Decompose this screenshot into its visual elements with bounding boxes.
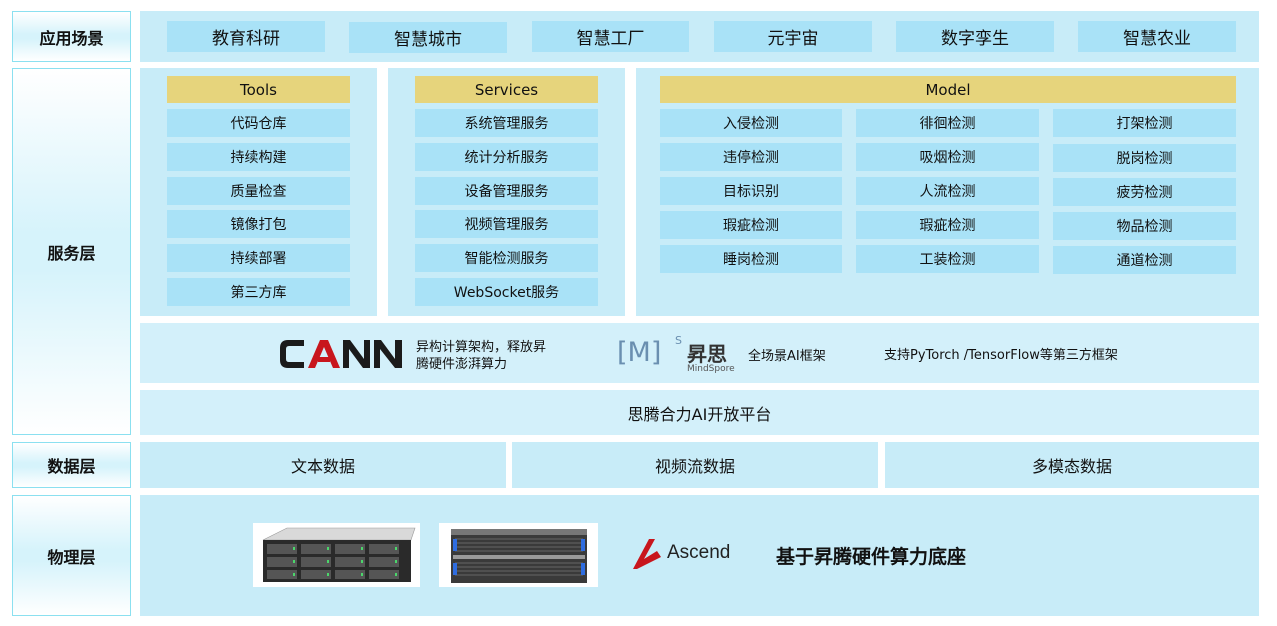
mindspore-description: 全场景AI框架 — [748, 345, 826, 364]
tools-item: 持续构建 — [167, 143, 350, 171]
mindspore-sup: S — [675, 334, 682, 347]
tools-item: 代码仓库 — [167, 109, 350, 137]
services-header: Services — [415, 76, 598, 103]
cann-logo — [278, 336, 406, 372]
layer-label-physical: 物理层 — [12, 495, 131, 616]
cann-description: 异构计算架构，释放昇 腾硬件澎湃算力 — [416, 339, 576, 373]
model-item: 瑕疵检测 — [856, 211, 1039, 239]
model-item: 徘徊检测 — [856, 109, 1039, 137]
services-item: 视频管理服务 — [415, 210, 598, 238]
model-item: 物品检测 — [1053, 212, 1236, 240]
ascend-wordmark: Ascend — [667, 542, 730, 564]
tools-item: 第三方库 — [167, 278, 350, 306]
cann-desc-line: 异构计算架构，释放昇 — [416, 339, 576, 356]
compute-server-image — [439, 523, 598, 587]
model-item: 人流检测 — [856, 177, 1039, 205]
model-item: 通道检测 — [1053, 246, 1236, 274]
thirdparty-description: 支持PyTorch /TensorFlow等第三方框架 — [884, 344, 1118, 363]
tools-item: 持续部署 — [167, 244, 350, 272]
scenario-chip: 元宇宙 — [714, 21, 872, 52]
model-item: 疲劳检测 — [1053, 178, 1236, 206]
mindspore-mark: [M] — [617, 337, 661, 368]
model-header: Model — [660, 76, 1236, 103]
model-item: 入侵检测 — [660, 109, 842, 137]
data-item: 文本数据 — [140, 442, 506, 488]
data-item: 多模态数据 — [885, 442, 1259, 488]
scenario-chip: 教育科研 — [167, 21, 325, 52]
model-item: 违停检测 — [660, 143, 842, 171]
model-item: 睡岗检测 — [660, 245, 842, 273]
model-item: 瑕疵检测 — [660, 211, 842, 239]
layer-label-application: 应用场景 — [12, 11, 131, 62]
model-item: 脱岗检测 — [1053, 144, 1236, 172]
cann-desc-line: 腾硬件澎湃算力 — [416, 356, 576, 373]
layer-label-data: 数据层 — [12, 442, 131, 488]
scenario-chip: 数字孪生 — [896, 21, 1054, 52]
tools-item: 镜像打包 — [167, 210, 350, 238]
mindspore-logo: [M] S 昇思 MindSpore — [617, 335, 737, 377]
services-item: 系统管理服务 — [415, 109, 598, 137]
services-item: 统计分析服务 — [415, 143, 598, 171]
data-item: 视频流数据 — [512, 442, 878, 488]
services-item: 设备管理服务 — [415, 177, 598, 205]
services-item: WebSocket服务 — [415, 278, 598, 306]
tools-header: Tools — [167, 76, 350, 103]
layer-label-service: 服务层 — [12, 68, 131, 435]
mindspore-en: MindSpore — [687, 364, 735, 374]
scenario-chip: 智慧城市 — [349, 22, 507, 53]
mindspore-cn: 昇思 — [687, 338, 727, 367]
model-item: 目标识别 — [660, 177, 842, 205]
scenario-chip: 智慧工厂 — [532, 21, 689, 52]
model-item: 吸烟检测 — [856, 143, 1039, 171]
physical-description: 基于昇腾硬件算力底座 — [776, 542, 966, 569]
tools-item: 质量检查 — [167, 177, 350, 205]
model-item: 打架检测 — [1053, 109, 1236, 137]
services-item: 智能检测服务 — [415, 244, 598, 272]
platform-bar: 思腾合力AI开放平台 — [140, 390, 1259, 435]
ascend-mark-icon — [631, 537, 665, 571]
scenario-chip: 智慧农业 — [1078, 21, 1236, 52]
model-item: 工装检测 — [856, 245, 1039, 273]
storage-server-image — [253, 523, 420, 587]
ascend-logo: Ascend — [631, 537, 741, 571]
